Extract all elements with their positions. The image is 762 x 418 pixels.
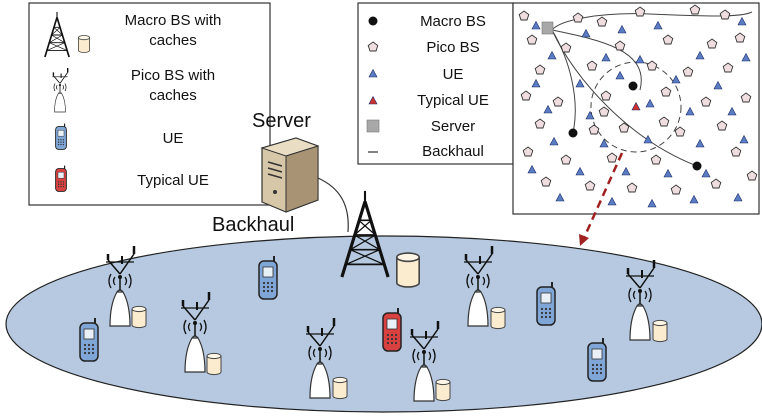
pico-bs-icon	[104, 244, 136, 328]
cache-icon	[652, 319, 668, 343]
legend-typical-ue-phone-icon	[54, 165, 68, 192]
legend-ue-phone-icon	[54, 122, 68, 150]
typical-ue-phone-icon	[382, 307, 402, 352]
macro-bs-dot	[628, 81, 638, 91]
backhaul-label: Backhaul	[212, 214, 294, 236]
legend-macro-bs-line2: caches	[149, 32, 197, 49]
legend-pico-bs-line2: caches	[149, 87, 197, 104]
legend-server-square-icon	[366, 119, 380, 133]
legend-macro-bs-line1: Macro BS with	[125, 12, 222, 29]
legend-right-typical-ue: Typical UE	[417, 92, 489, 109]
server-icon	[260, 137, 320, 213]
legend-right-pico-bs: Pico BS	[426, 39, 479, 56]
cache-icon	[206, 352, 222, 376]
cache-icon	[332, 376, 348, 400]
legend-right-server: Server	[431, 118, 475, 135]
server-square	[541, 21, 554, 35]
legend-cache-icon	[78, 35, 90, 53]
network-topology-map	[512, 2, 760, 215]
legend-pico-bs-line1: Pico BS with	[131, 67, 215, 84]
legend-typical-ue-label: Typical UE	[137, 172, 209, 189]
ue-phone-icon	[536, 281, 556, 326]
legend-right-backhaul: Backhaul	[422, 143, 484, 160]
macro-bs-dot	[568, 128, 578, 138]
legend-right-ue: UE	[443, 66, 464, 83]
server-label: Server	[252, 110, 311, 132]
legend-macro-bs-dot-icon	[368, 16, 378, 26]
legend-right-macro-bs: Macro BS	[420, 13, 486, 30]
ue-phone-icon	[79, 317, 99, 362]
left-legend: Macro BS with caches Pico BS with caches…	[28, 2, 271, 206]
legend-ue-label: UE	[163, 130, 184, 147]
right-legend: Macro BS Pico BS UE Typical UE Server Ba…	[357, 2, 514, 165]
ue-phone-icon	[587, 337, 607, 382]
backhaul-cable	[317, 177, 349, 233]
macro-bs-dot	[692, 161, 702, 171]
cache-icon	[435, 378, 451, 402]
zoom-arrow	[579, 152, 624, 246]
macro-bs-cache-icon	[395, 252, 421, 288]
macro-bs-tower-icon	[340, 189, 390, 279]
ue-phone-icon	[258, 255, 278, 300]
cache-icon	[490, 306, 506, 330]
cache-icon	[131, 305, 147, 329]
